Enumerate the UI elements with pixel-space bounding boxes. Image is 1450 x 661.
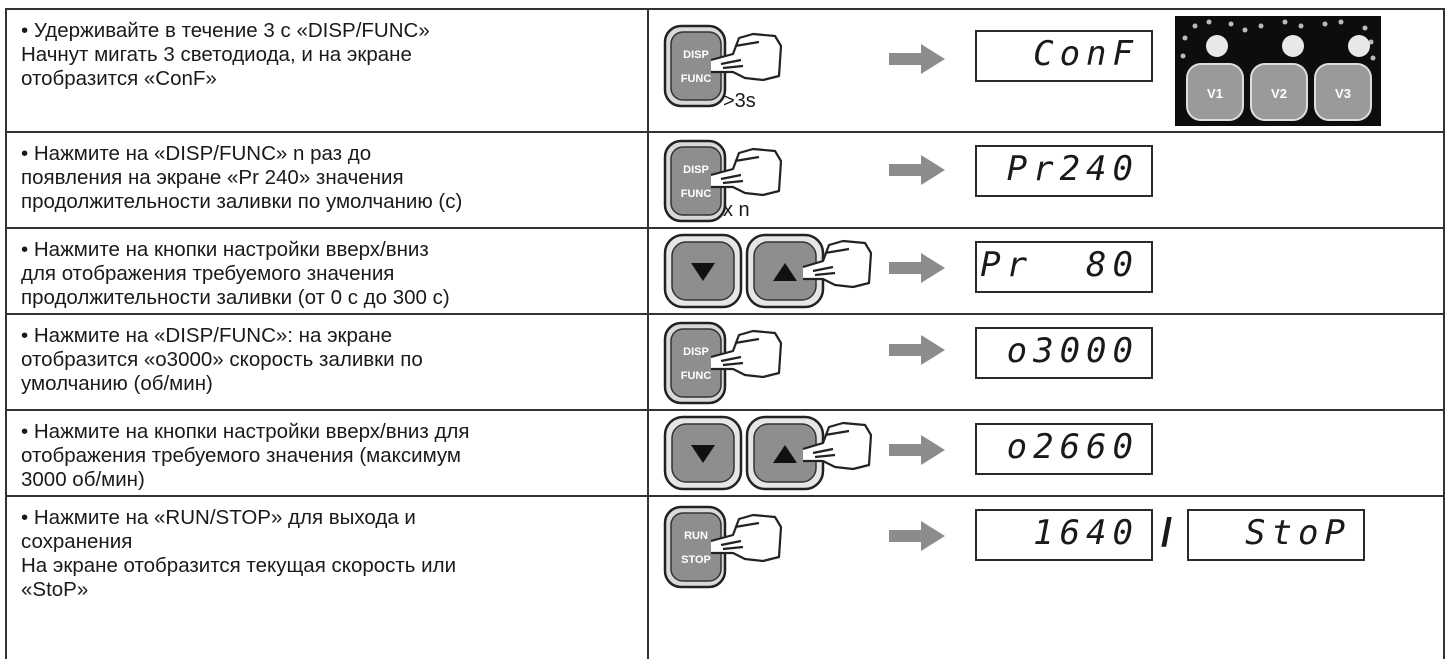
button-label: DISP: [683, 49, 709, 61]
button-label: DISP: [683, 346, 709, 358]
lcd-display: 1640: [975, 509, 1153, 561]
led-label-v2: V2: [1271, 86, 1287, 101]
table-row: • Нажмите на «RUN/STOP» для выхода и сох…: [5, 497, 1445, 659]
button-label: FUNC: [681, 188, 712, 200]
led-icon: [1282, 35, 1304, 57]
table-row: • Удерживайте в течение 3 с «DISP/FUNC» …: [5, 10, 1445, 133]
table-row: • Нажмите на «DISP/FUNC» n раз до появле…: [5, 133, 1445, 229]
disp-func-button-icon: DISP FUNC: [663, 321, 793, 407]
instruction-text: • Нажмите на кнопки настройки вверх/вниз…: [21, 420, 641, 492]
table-row: • Нажмите на «DISP/FUNC»: на экране отоб…: [5, 315, 1445, 411]
lcd-display: o2660: [975, 423, 1153, 475]
instruction-text: • Нажмите на «DISP/FUNC»: на экране отоб…: [21, 324, 641, 396]
button-label: RUN: [684, 530, 708, 542]
button-label: FUNC: [681, 73, 712, 85]
led-panel: V1 V2 V3: [1175, 16, 1381, 126]
hold-caption: >3s: [723, 90, 756, 113]
button-label: STOP: [681, 554, 711, 566]
lcd-display: Pr240: [975, 145, 1153, 197]
instruction-text: • Нажмите на кнопки настройки вверх/вниз…: [21, 238, 641, 310]
instruction-table: • Удерживайте в течение 3 с «DISP/FUNC» …: [5, 8, 1445, 659]
button-label: FUNC: [681, 370, 712, 382]
arrow-right-icon: [887, 153, 947, 187]
arrow-right-icon: [887, 519, 947, 553]
led-label-v3: V3: [1335, 86, 1351, 101]
up-down-buttons-icon: [663, 233, 883, 311]
led-icon: [1206, 35, 1228, 57]
lcd-display: Pr 80: [975, 241, 1153, 293]
up-down-buttons-icon: [663, 415, 883, 493]
arrow-right-icon: [887, 251, 947, 285]
button-label: DISP: [683, 164, 709, 176]
arrow-right-icon: [887, 433, 947, 467]
instruction-text: • Нажмите на «RUN/STOP» для выхода и сох…: [21, 506, 641, 602]
arrow-right-icon: [887, 333, 947, 367]
table-row: • Нажмите на кнопки настройки вверх/вниз…: [5, 229, 1445, 315]
separator-slash: /: [1161, 511, 1172, 556]
lcd-display: ConF: [975, 30, 1153, 82]
lcd-display: StoP: [1187, 509, 1365, 561]
lcd-display: o3000: [975, 327, 1153, 379]
arrow-right-icon: [887, 42, 947, 76]
instruction-text: • Удерживайте в течение 3 с «DISP/FUNC» …: [21, 19, 641, 91]
table-row: • Нажмите на кнопки настройки вверх/вниз…: [5, 411, 1445, 497]
led-icon: [1348, 35, 1370, 57]
instruction-text: • Нажмите на «DISP/FUNC» n раз до появле…: [21, 142, 641, 214]
repeat-caption: x n: [723, 199, 750, 222]
led-label-v1: V1: [1207, 86, 1223, 101]
run-stop-button-icon: RUN STOP: [663, 505, 793, 591]
